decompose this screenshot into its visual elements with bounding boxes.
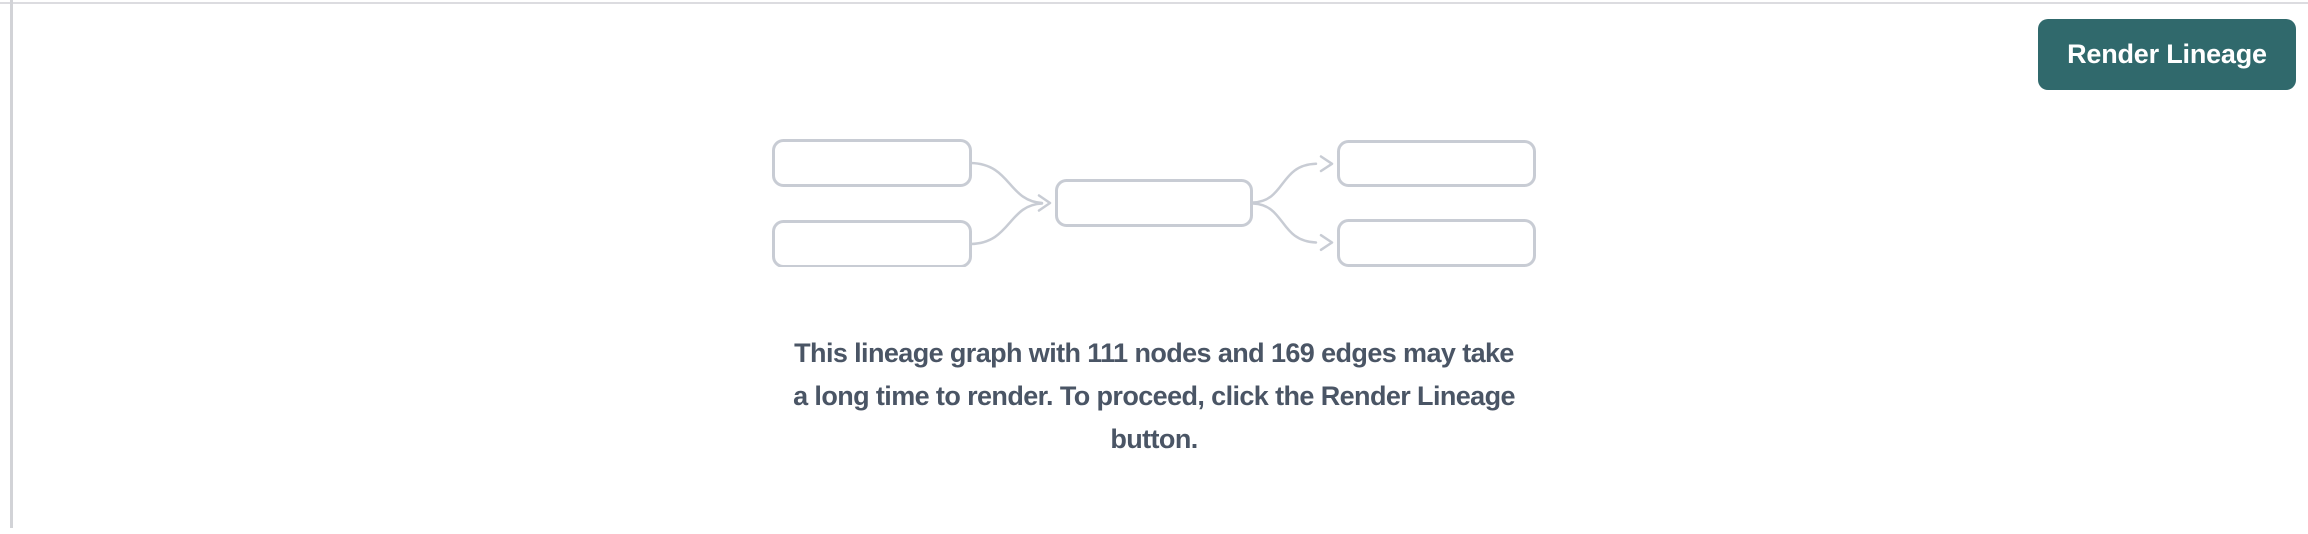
placeholder-edge <box>969 161 1044 205</box>
placeholder-node <box>772 220 972 267</box>
render-warning-message: This lineage graph with 111 nodes and 16… <box>0 332 2308 461</box>
placeholder-edge <box>1251 162 1318 204</box>
render-lineage-button[interactable]: Render Lineage <box>2038 19 2296 90</box>
arrowhead-icon <box>1037 194 1052 212</box>
placeholder-edge <box>969 202 1044 246</box>
placeholder-node <box>1337 140 1536 187</box>
lineage-graph-placeholder-illustration <box>772 139 1536 267</box>
placeholder-node <box>772 139 972 187</box>
arrowhead-icon <box>1319 233 1334 252</box>
panel-left-border <box>10 0 13 528</box>
render-lineage-button-label: Render Lineage <box>2067 39 2267 69</box>
placeholder-edge <box>1251 202 1318 244</box>
placeholder-node <box>1055 179 1253 227</box>
panel-top-border <box>0 2 2308 4</box>
placeholder-node <box>1337 219 1536 267</box>
arrowhead-icon <box>1319 155 1334 173</box>
message-line: This lineage graph with 111 nodes and 16… <box>794 338 1514 368</box>
message-line: button. <box>1110 424 1198 454</box>
message-line: a long time to render. To proceed, click… <box>793 381 1515 411</box>
